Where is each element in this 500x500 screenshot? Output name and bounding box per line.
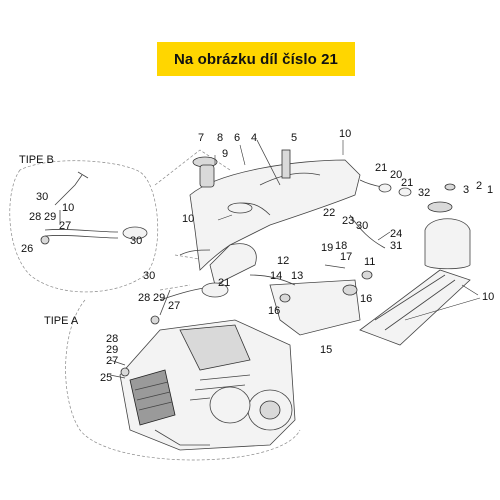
callout-10: 10 [182,213,194,225]
callout-10: 10 [482,291,494,303]
fuel-tank-assembly [189,139,361,286]
middle-components [179,249,373,336]
callout-8: 8 [217,132,223,144]
leader-lines [214,140,481,321]
callout-29: 29 [153,292,165,304]
callout-29: 29 [106,344,118,356]
engine-block [109,319,296,451]
callout-23: 23 [342,215,354,227]
callout-28: 28 [138,292,150,304]
tipe-a-mirror-assembly [150,282,229,325]
callout-16: 16 [268,305,280,317]
callout-1: 1 [487,184,493,196]
callout-5: 5 [291,132,297,144]
callout-29: 29 [44,211,56,223]
callout-30: 30 [130,235,142,247]
callout-22: 22 [323,207,335,219]
callout-20: 20 [390,169,402,181]
callout-labels: 7 8 9 6 4 5 10 21 20 21 32 3 2 1 10 22 2… [21,128,494,384]
section-outlines [9,149,301,461]
callout-3: 3 [463,184,469,196]
section-label-tipe-b: TIPE B [19,154,54,166]
callout-9: 9 [222,148,228,160]
callout-6: 6 [234,132,240,144]
callout-27b: 27 [59,220,71,232]
callout-27: 27 [168,300,180,312]
callout-12: 12 [277,255,289,267]
tipe-b-mirror-assembly [40,171,148,245]
callout-17: 17 [340,251,352,263]
callout-30: 30 [356,220,368,232]
callout-28: 28 [106,333,118,345]
callout-19: 19 [321,242,333,254]
callout-21: 21 [375,162,387,174]
callout-24: 24 [390,228,402,240]
callout-21: 21 [401,177,413,189]
callout-13: 13 [291,270,303,282]
callout-11: 11 [364,256,375,268]
callout-32: 32 [418,187,430,199]
banner-text: Na obrázku díl číslo 21 [173,50,339,68]
callout-21: 21 [218,277,230,289]
right-side-components [349,179,471,346]
callout-25: 25 [100,372,112,384]
callout-10: 10 [62,202,74,214]
callout-28: 28 [29,211,41,223]
callout-4: 4 [251,132,257,144]
callout-30: 30 [143,270,155,282]
callout-2: 2 [476,180,482,192]
callout-31: 31 [390,240,402,252]
callout-18: 18 [335,240,347,252]
callout-30: 30 [36,191,48,203]
section-label-tipe-a: TIPE A [44,315,79,327]
callout-26: 26 [21,243,33,255]
callout-15: 15 [320,344,332,356]
callout-10: 10 [339,128,351,140]
callout-14: 14 [270,270,282,282]
callout-7: 7 [198,132,204,144]
callout-27: 27 [106,355,118,367]
callout-16: 16 [360,293,372,305]
part-number-banner: Na obrázku díl číslo 21 [157,42,355,76]
